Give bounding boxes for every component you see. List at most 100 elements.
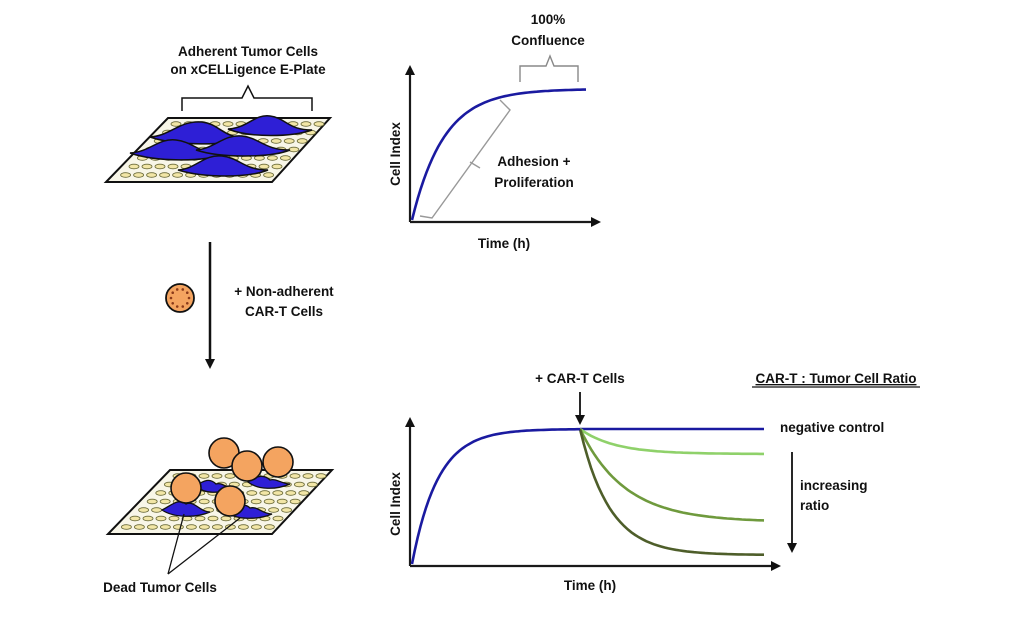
surface-receptor [185,291,189,295]
plate-well [172,172,184,178]
addition-label-line1: + Non-adherent [234,284,334,299]
plate-well [279,155,291,161]
plate-well [146,524,158,530]
car-t-cell [231,450,263,482]
growth-curve [410,88,586,221]
plate-well [306,481,318,488]
top-plate [103,115,333,183]
plate-well [170,121,182,127]
plate-well [128,163,140,170]
plate-well [272,515,284,522]
plate-well [302,473,314,479]
killing-y-label: Cell Index [388,472,403,536]
dead-tumor-cell [160,501,211,517]
plate-well [246,490,258,496]
plate-well [198,473,210,479]
plate-well [151,507,163,513]
top-plate-brace [181,84,313,111]
plate-well [285,490,297,496]
confluence-bracket [519,54,579,82]
plate-well [268,507,280,513]
surface-receptor [171,291,175,295]
plate-well [263,172,275,178]
plate-well [198,524,210,530]
plate-well [211,473,223,479]
ratio-title: CAR-T : Tumor Cell Ratio [756,371,917,386]
plate-well [207,515,219,522]
plate-well [300,121,312,127]
plate-well [271,163,283,170]
plate-well [266,155,278,161]
top-plate-title-line2: on xCELLigence E-Plate [170,62,326,77]
growth-y-label: Cell Index [388,122,403,186]
surface-receptor [181,288,185,291]
dead-tumor-cell [246,475,291,489]
plate-well [168,515,180,522]
killing-x-label: Time (h) [564,578,616,593]
plate-well [154,163,166,170]
adhesion-bracket [419,99,511,219]
curve-low-ratio [579,427,764,456]
tumor-cells-adherent [129,115,313,177]
car-t-cell [262,446,294,478]
top-plate-title-line1: Adherent Tumor Cells [178,44,318,59]
plate-well [141,163,153,170]
plate-well [194,515,206,522]
surface-receptor [181,305,185,308]
car-t-cell-icon [165,283,195,313]
plate-well [293,481,305,488]
plate-well [258,163,270,170]
dead-cells-pointer [167,513,241,575]
plate-well [129,515,141,522]
plate-well [220,515,232,522]
killing-chart: CAR-T : Tumor Cell Ratio + CAR-T Cells n… [388,371,920,593]
surface-receptor [175,305,179,308]
plate-well [159,172,171,178]
surface-receptor [185,301,189,305]
surface-receptor [171,301,175,305]
car-t-cell [214,485,246,517]
plate-well [288,146,300,153]
plate-well [120,172,131,178]
curve-mid-ratio [578,428,765,522]
plate-well [250,498,262,505]
curve-high-ratio [578,428,764,556]
plate-well [159,524,171,530]
plate-well [289,498,301,505]
confluence-label-line2: Confluence [511,33,585,48]
curve-initial-growth [410,427,580,565]
plate-well [211,524,223,530]
growth-chart: 100% Confluence Adhesion + Proliferation… [388,12,601,251]
addition-label-line2: CAR-T Cells [245,304,323,319]
growth-x-label: Time (h) [478,236,530,251]
negative-control-label: negative control [780,420,884,435]
tumor-cell [149,121,249,145]
confluence-label-line1: 100% [531,12,566,27]
plate-well [172,524,184,530]
plate-well [133,524,145,530]
plate-well [224,473,236,479]
plate-well [289,473,301,479]
phase-label-line2: Proliferation [494,175,574,190]
plate-well [237,524,249,530]
plate-well [138,507,150,513]
car-t-addition-label: + CAR-T Cells [535,371,625,386]
surface-receptor [175,288,179,291]
surface-receptor [187,296,191,300]
plate-well [259,490,271,496]
plate-well [159,498,171,505]
plate-well [283,138,295,144]
plate-well [155,515,167,522]
tumor-cell [195,135,291,157]
tumor-cell [177,155,269,177]
plate-well [250,524,262,530]
plate-well [281,507,293,513]
plate-well [315,473,327,479]
plate-well [155,490,167,496]
bottom-plate [105,437,335,535]
plate-well [167,163,179,170]
plate-well [276,498,288,505]
plate-well [272,490,284,496]
plate-well [296,138,308,144]
